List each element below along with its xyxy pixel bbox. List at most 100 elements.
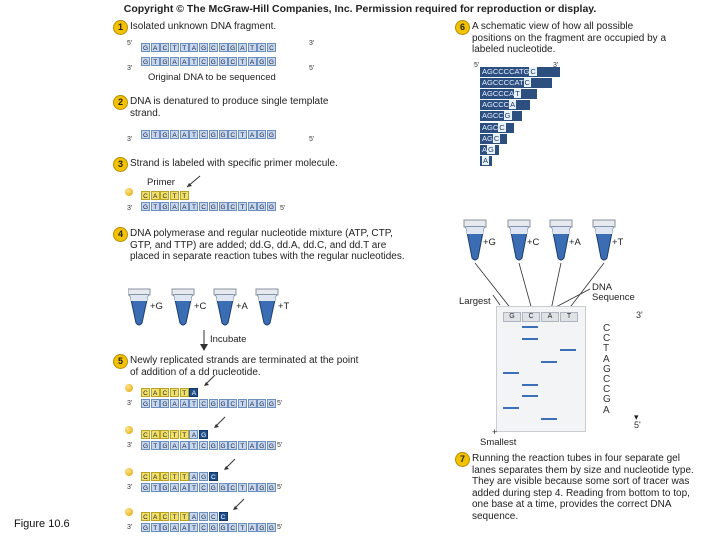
smallest-label: Smallest [480, 437, 517, 448]
three-prime-label: 3' [127, 136, 133, 143]
tube-label-g: +G [150, 301, 163, 312]
base-box: G [199, 43, 209, 52]
base-box: C [218, 512, 228, 521]
tube-right-label-g: +G [483, 237, 496, 248]
base-box: G [218, 441, 228, 450]
base-box: G [218, 130, 228, 139]
base-box: C [228, 399, 238, 408]
primer-bead [125, 468, 133, 476]
primer-label: Primer [147, 177, 175, 188]
base-box: G [160, 57, 170, 66]
base-box: C [228, 523, 238, 532]
sequence-letter: G [603, 363, 611, 375]
sequence-letter: C [603, 384, 611, 396]
base-box: T [150, 523, 160, 532]
base-box: G [266, 202, 276, 211]
primer-bead [125, 426, 133, 434]
base-box: A [150, 472, 160, 481]
base-box: T [189, 57, 199, 66]
base-box: A [247, 523, 257, 532]
fragment-bar: AGCC [480, 122, 515, 133]
base-box: C [199, 523, 209, 532]
sequence-letter: A [603, 404, 610, 416]
base-box: C [228, 57, 238, 66]
tube-t [255, 288, 279, 326]
base-box: T [170, 512, 180, 521]
base-box: G [208, 130, 218, 139]
base-box: G [160, 441, 170, 450]
base-box: C [160, 430, 170, 439]
base-box: C [141, 430, 150, 439]
base-box: G [208, 523, 218, 532]
base-box: G [208, 399, 218, 408]
lane-header: A [541, 312, 559, 322]
base-box: A [189, 512, 199, 521]
base-box: C [199, 399, 209, 408]
base-box: C [160, 388, 170, 397]
primer-arrow [186, 175, 201, 188]
lane-header: C [522, 312, 540, 322]
step-3-text: Strand is labeled with specific primer m… [130, 158, 338, 169]
base-box: T [179, 388, 189, 397]
base-box: T [170, 430, 180, 439]
step-1-number: 1 [113, 20, 128, 35]
base-box: C [141, 191, 150, 200]
base-box: T [237, 57, 247, 66]
five-prime-label: 5' [280, 205, 286, 212]
base-box: G [208, 483, 218, 492]
base-box: G [266, 399, 276, 408]
gel-band-c [522, 337, 538, 340]
primer-bead [125, 384, 133, 392]
base-box: C [228, 130, 238, 139]
tube-label-c: +C [194, 301, 207, 312]
three-prime-label: 3' [553, 62, 559, 69]
incubate-arrow [200, 330, 208, 351]
base-box: A [179, 441, 189, 450]
base-box: G [218, 57, 228, 66]
sequence-letter: G [603, 394, 611, 406]
base-box: T [189, 441, 199, 450]
base-box: C [208, 472, 218, 481]
sequence-pointer [553, 288, 591, 309]
sequence-letter: C [603, 374, 611, 386]
base-box: T [179, 191, 189, 200]
gel-band-t [560, 349, 576, 351]
step-4-text: DNA polymerase and regular nucleotide mi… [130, 228, 405, 262]
base-box: C [160, 512, 170, 521]
step-2-number: 2 [113, 95, 128, 110]
base-box: T [170, 43, 180, 52]
termination-arrow [204, 374, 216, 386]
fragment-bar: AGCCCAT [480, 89, 538, 100]
tube-label-t: +T [278, 301, 290, 312]
base-box: T [189, 483, 199, 492]
base-box: T [179, 43, 189, 52]
base-box: G [218, 523, 228, 532]
base-box: G [160, 399, 170, 408]
fragment-bar: AGCCG [480, 111, 522, 122]
five-prime-label: 5' [277, 442, 283, 449]
three-prime-label: 3' [127, 484, 133, 491]
base-box: T [170, 191, 180, 200]
base-box: A [170, 130, 180, 139]
step-4-number: 4 [113, 227, 128, 242]
base-box: C [141, 388, 150, 397]
five-prime-label: 5' [309, 65, 315, 72]
base-box: T [237, 441, 247, 450]
base-box: A [247, 202, 257, 211]
base-box: T [237, 399, 247, 408]
base-box: T [237, 130, 247, 139]
base-box: G [218, 202, 228, 211]
base-box: G [160, 202, 170, 211]
step-7-text: Running the reaction tubes in four separ… [472, 453, 694, 522]
three-prime-label: 3' [127, 65, 133, 72]
tube-a [213, 288, 237, 326]
base-box: A [247, 399, 257, 408]
base-box: G [141, 57, 150, 66]
base-box: A [247, 57, 257, 66]
base-box: A [170, 57, 180, 66]
base-box: A [237, 43, 247, 52]
